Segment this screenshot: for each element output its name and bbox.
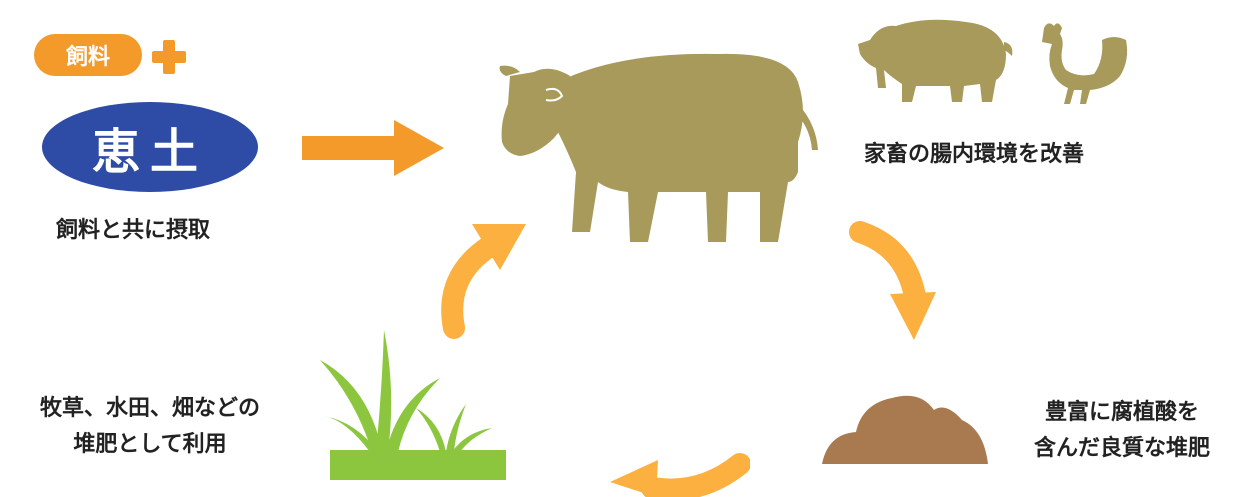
pig-icon bbox=[856, 14, 1016, 106]
rooster-icon bbox=[1034, 20, 1130, 106]
cycle-arrow-icon bbox=[432, 216, 532, 340]
feed-badge: 飼料 bbox=[34, 34, 142, 76]
cycle-arrow-icon bbox=[846, 214, 942, 344]
compost-caption-line1: 豊富に腐植酸を bbox=[1016, 394, 1228, 426]
plus-icon bbox=[150, 38, 188, 76]
grass-icon bbox=[316, 330, 512, 480]
right-arrow-icon bbox=[298, 116, 448, 180]
livestock-caption: 家畜の腸内環境を改善 bbox=[864, 136, 1084, 168]
feed-caption: 飼料と共に摂取 bbox=[56, 212, 210, 244]
compost-mound-icon bbox=[822, 386, 988, 466]
pasture-caption-line2: 堆肥として利用 bbox=[0, 426, 300, 458]
compost-caption-line2: 含んだ良質な堆肥 bbox=[1016, 430, 1228, 462]
cycle-arrow-icon bbox=[600, 452, 750, 497]
pasture-caption-line1: 牧草、水田、畑などの bbox=[0, 390, 300, 422]
product-name-oval: 恵土 bbox=[42, 102, 258, 192]
cow-icon bbox=[498, 42, 828, 252]
